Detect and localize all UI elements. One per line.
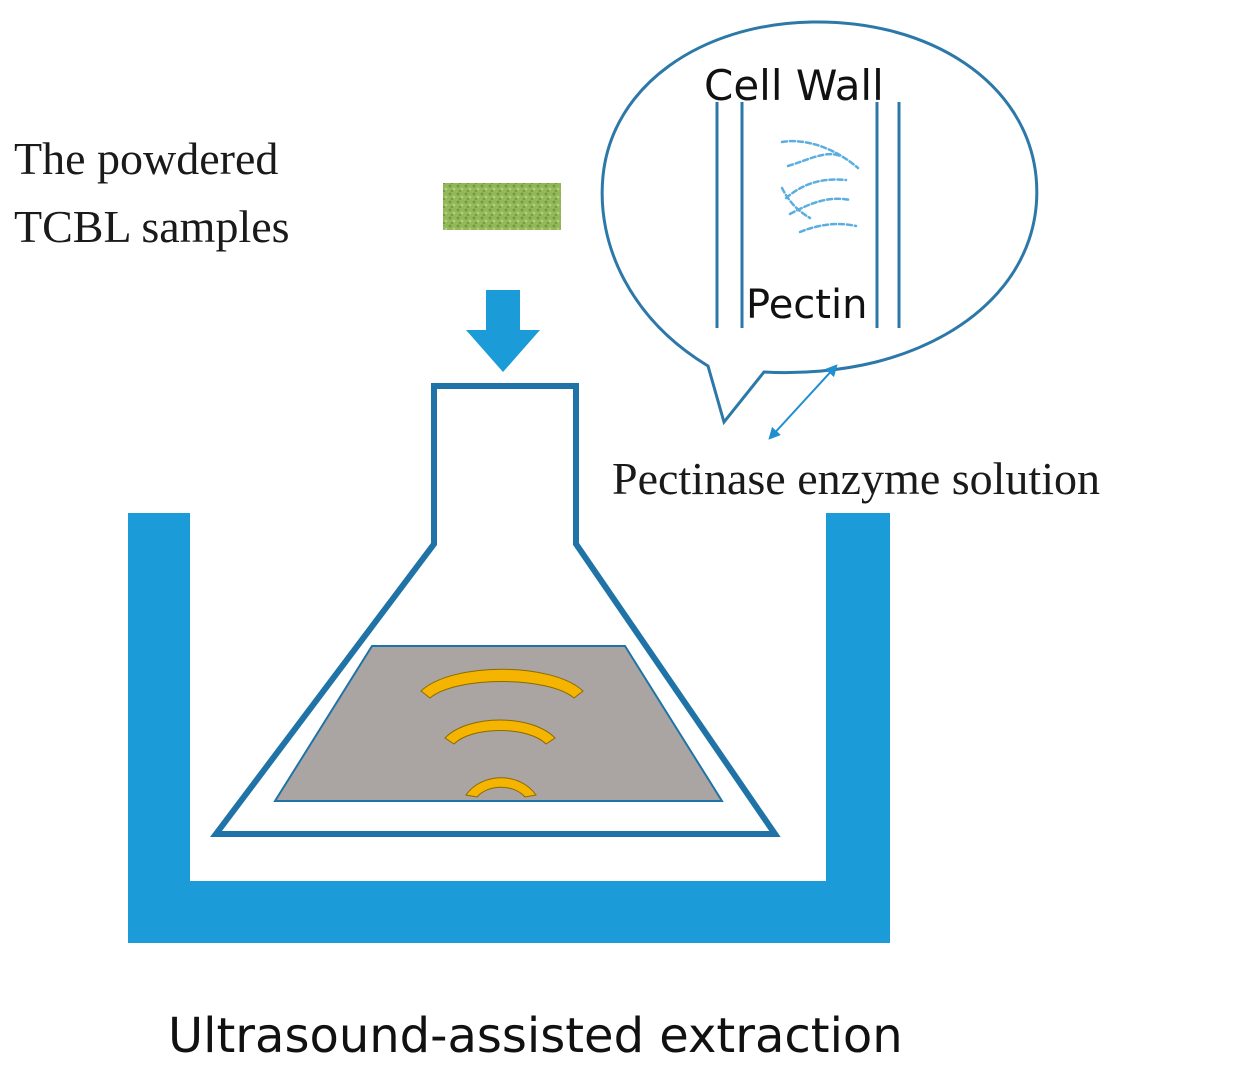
- wave-small: [465, 777, 537, 798]
- powder-sample: [443, 183, 561, 230]
- cell-wall-lines: [715, 102, 901, 328]
- enzyme-solution-label: Pectinase enzyme solution: [612, 453, 1100, 504]
- wave-medium: [444, 719, 556, 745]
- diagram-caption: Ultrasound-assisted extraction: [168, 1008, 903, 1064]
- zoom-bubble: [600, 20, 1039, 426]
- cell-wall-label: Cell Wall: [704, 61, 884, 110]
- powdered-samples-label-line2: TCBL samples: [14, 201, 290, 252]
- double-arrow-icon: [768, 364, 838, 440]
- ultrasound-bath: [128, 513, 890, 943]
- pectin-fibers: [780, 139, 860, 234]
- powdered-samples-label-line1: The powdered: [14, 133, 278, 184]
- down-arrow-icon: [466, 290, 540, 372]
- ultrasound-waves: [420, 668, 584, 798]
- pectin-label: Pectin: [746, 282, 867, 328]
- wave-large: [420, 668, 584, 699]
- flask-inner-outline: [227, 393, 762, 827]
